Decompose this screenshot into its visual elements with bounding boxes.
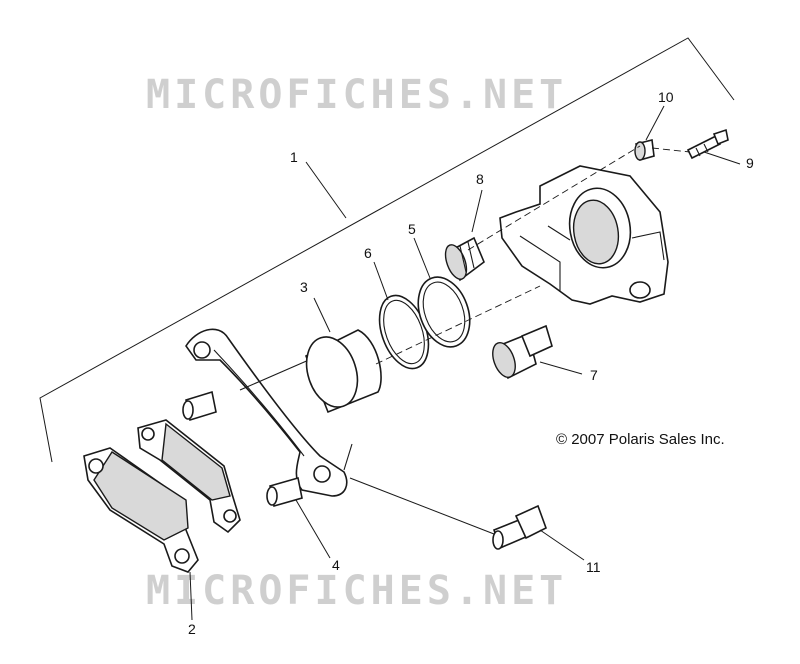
outer-pad-hole-bottom xyxy=(174,548,190,564)
callout-3: 3 xyxy=(300,279,308,295)
pin-axis-lower xyxy=(343,443,353,471)
callout-9: 9 xyxy=(746,155,754,171)
boot-ribs xyxy=(459,241,475,273)
leader-6 xyxy=(373,261,389,301)
lower-pin-end xyxy=(266,486,278,506)
leader-5 xyxy=(413,237,431,279)
lower-boot-end xyxy=(492,342,516,378)
screw-body xyxy=(686,134,722,160)
upper-pin-end xyxy=(182,400,194,420)
leader-10 xyxy=(645,105,665,141)
bore-interior xyxy=(572,199,620,265)
cap-end xyxy=(634,141,646,161)
seal-ring-inner xyxy=(383,299,425,365)
callout-1: 1 xyxy=(290,149,298,165)
outer-pad-friction xyxy=(93,451,189,541)
piston-face xyxy=(305,336,359,408)
bleeder-cap xyxy=(634,139,655,161)
watermark-top: MICROFICHES.NET xyxy=(146,72,567,118)
axis-cap-to-screw xyxy=(651,147,691,153)
housing-rib xyxy=(631,231,665,261)
leader-3 xyxy=(313,297,331,333)
lower-bolt-shank xyxy=(520,324,553,358)
housing-web xyxy=(519,225,571,292)
piston xyxy=(304,329,382,414)
inner-pad-friction xyxy=(161,422,231,501)
assembly-bracket-line xyxy=(39,37,735,463)
outer-pad-hole-top xyxy=(88,458,104,474)
axis-piston-to-bore xyxy=(375,285,541,365)
callout-11: 11 xyxy=(586,559,601,575)
caliper-bracket xyxy=(182,328,353,508)
bracket-body xyxy=(185,328,348,497)
leader-7 xyxy=(539,361,583,375)
callout-5: 5 xyxy=(408,221,416,237)
leader-2 xyxy=(189,571,193,621)
bolt-axis-line xyxy=(349,477,495,535)
bracket-hole-bottom xyxy=(313,465,331,483)
caliper-housing xyxy=(499,165,669,305)
bolt-head xyxy=(514,504,547,540)
inner-pad-hole-bottom xyxy=(223,509,237,523)
watermark-bottom: MICROFICHES.NET xyxy=(146,568,567,614)
inner-pad-hole-top xyxy=(141,427,155,441)
brake-pads xyxy=(83,419,241,573)
bracket-hole-top xyxy=(193,341,211,359)
screw-tip xyxy=(712,128,729,146)
leader-4 xyxy=(295,499,331,559)
callout-2: 2 xyxy=(188,621,196,637)
bolt-tip xyxy=(492,530,504,550)
dust-seal-inner xyxy=(422,281,466,343)
screw-threads xyxy=(695,143,709,157)
bleeder-screw xyxy=(686,128,729,160)
copyright-notice: © 2007 Polaris Sales Inc. xyxy=(556,431,725,448)
leader-9 xyxy=(703,151,741,165)
bolt-and-boot xyxy=(492,324,553,380)
housing-ear xyxy=(629,281,651,299)
slide-pin-boot xyxy=(444,236,485,282)
callout-6: 6 xyxy=(364,245,372,261)
leader-8 xyxy=(471,189,483,233)
mounting-bolt xyxy=(492,504,547,550)
bracket-inner-edge xyxy=(213,349,305,457)
callout-4: 4 xyxy=(332,557,340,573)
dust-seal xyxy=(417,276,471,348)
pin-axis-upper xyxy=(239,355,319,391)
leader-1 xyxy=(305,161,347,219)
axis-boot-to-cap xyxy=(467,145,641,251)
callout-10: 10 xyxy=(658,89,674,105)
callout-7: 7 xyxy=(590,367,598,383)
callout-8: 8 xyxy=(476,171,484,187)
leader-11 xyxy=(539,529,585,561)
